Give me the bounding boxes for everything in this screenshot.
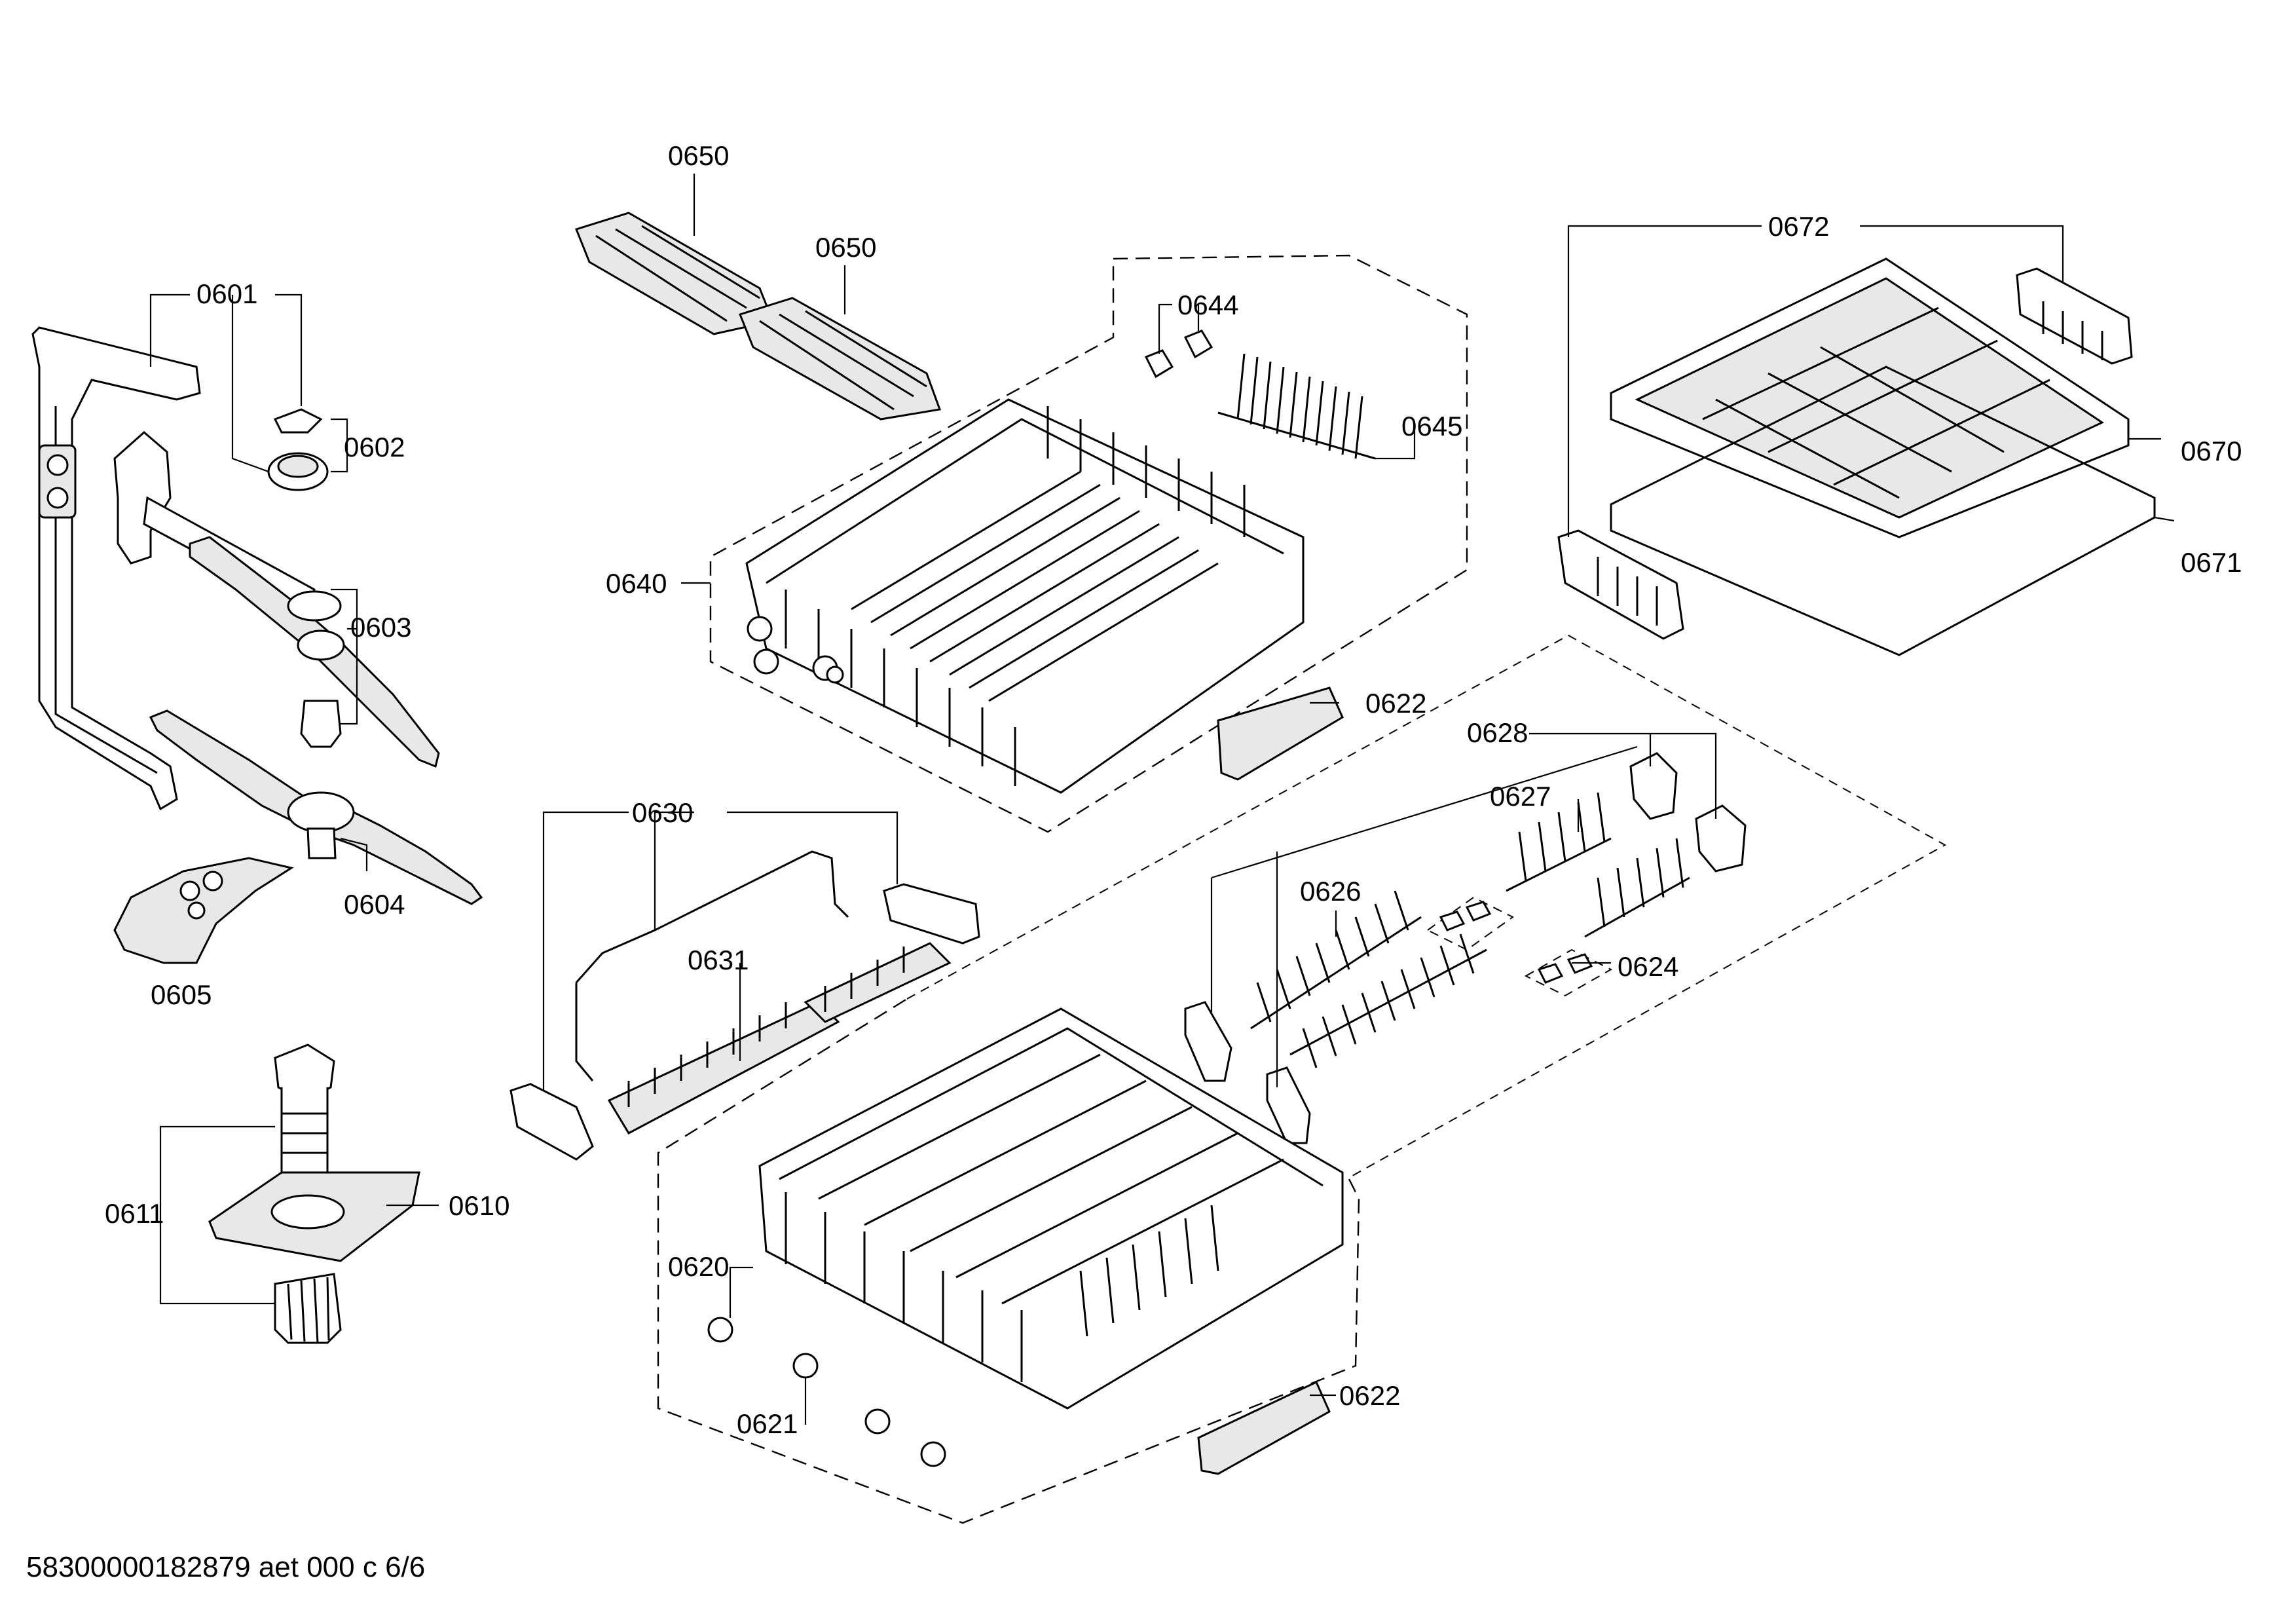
- spray-arm-assembly: [31, 326, 483, 1344]
- label-0605: 0605: [151, 979, 212, 1010]
- label-0604: 0604: [344, 889, 405, 920]
- lower-basket-assembly: [657, 998, 1360, 1524]
- leader-lines: [149, 174, 2175, 1425]
- label-0628: 0628: [1467, 717, 1528, 748]
- label-0650-b: 0650: [815, 232, 876, 263]
- label-0624: 0624: [1618, 951, 1678, 982]
- label-0620: 0620: [668, 1251, 729, 1282]
- label-0627: 0627: [1490, 781, 1551, 812]
- label-0672: 0672: [1768, 211, 1829, 242]
- label-0626: 0626: [1300, 876, 1361, 907]
- label-0611: 0611: [105, 1198, 164, 1229]
- label-0622-upper: 0622: [1365, 688, 1426, 719]
- upper-basket-assembly: [575, 212, 1468, 833]
- label-0602: 0602: [344, 432, 405, 462]
- label-0631: 0631: [688, 945, 749, 975]
- label-0671: 0671: [2181, 547, 2242, 578]
- label-0601: 0601: [196, 278, 257, 309]
- third-rack-assembly: [1557, 257, 2156, 656]
- label-0603: 0603: [350, 612, 411, 643]
- drawing-code: 58300000182879 aet 000 c 6/6: [26, 1551, 426, 1583]
- label-0650-a: 0650: [668, 140, 729, 171]
- label-0645: 0645: [1401, 411, 1462, 441]
- label-0610: 0610: [449, 1190, 509, 1221]
- label-0640: 0640: [606, 568, 667, 599]
- label-0644: 0644: [1177, 290, 1238, 320]
- label-0630: 0630: [632, 797, 693, 828]
- lower-basket-accessories: [509, 634, 1947, 1176]
- label-0622-lower: 0622: [1339, 1380, 1400, 1411]
- label-0621: 0621: [737, 1408, 798, 1439]
- label-0670: 0670: [2181, 436, 2242, 466]
- part-labels: 0601 0602 0603 0604 0605 0610 0611 0620 …: [105, 140, 2242, 1439]
